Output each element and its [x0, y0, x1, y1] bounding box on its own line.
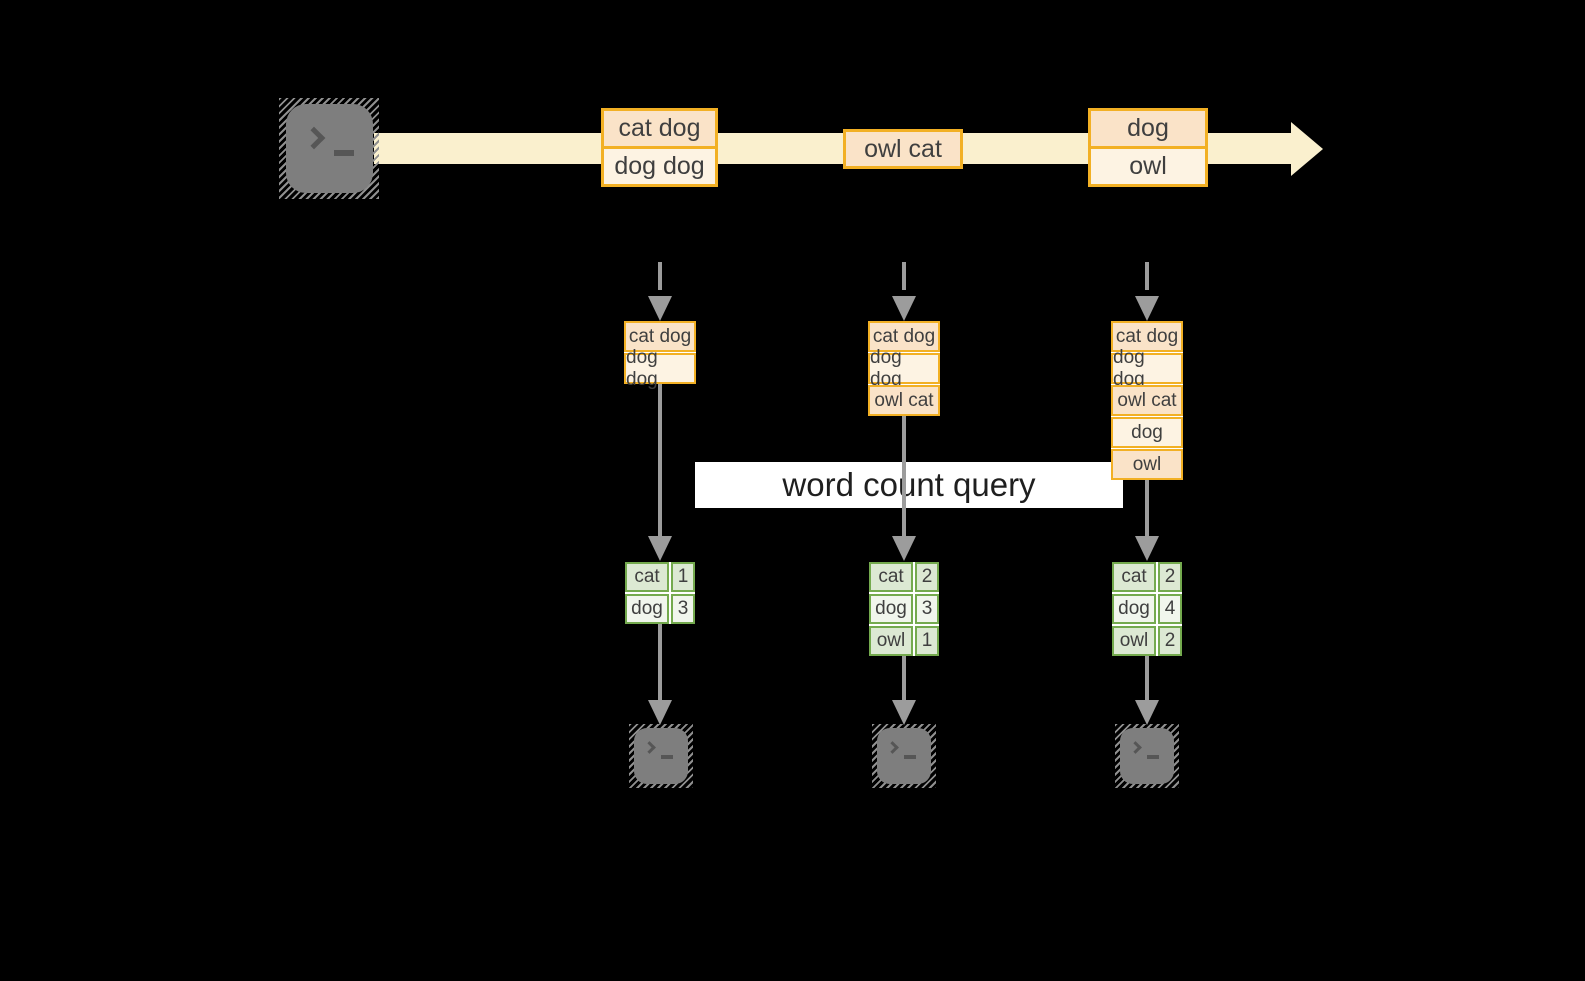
batch-cell: owl cat — [843, 129, 963, 169]
stream-batch-1: cat dog dog dog — [601, 108, 718, 187]
stack-cell: dog dog — [1111, 347, 1183, 390]
terminal-screen — [1120, 728, 1174, 784]
table-word-cell: cat — [1112, 562, 1156, 592]
arrow-head-icon — [648, 536, 672, 561]
batch-cell: dog — [1088, 108, 1208, 149]
batch-cell: owl — [1088, 146, 1208, 187]
record-stack-3: cat dog dog dog owl cat dog owl — [1111, 321, 1183, 480]
table-word-cell: dog — [1112, 594, 1156, 624]
batch-cell: dog dog — [601, 146, 718, 187]
table-count-cell: 4 — [1158, 594, 1182, 624]
arrow-segment — [658, 384, 662, 536]
arrow-head-icon — [892, 296, 916, 321]
terminal-icon — [872, 724, 936, 788]
table-word-cell: owl — [869, 626, 913, 656]
stream-batch-3: dog owl — [1088, 108, 1208, 187]
table-count-cell: 2 — [1158, 626, 1182, 656]
terminal-screen — [286, 104, 373, 193]
prompt-chevron-icon — [886, 741, 899, 754]
stack-cell: owl — [1111, 449, 1183, 480]
stack-cell: owl cat — [1111, 385, 1183, 416]
arrow-head-icon — [892, 536, 916, 561]
terminal-icon — [279, 98, 379, 199]
arrow-head-icon — [1135, 296, 1159, 321]
terminal-icon — [1115, 724, 1179, 788]
stack-cell: cat dog — [1111, 321, 1183, 352]
table-count-cell: 3 — [915, 594, 939, 624]
terminal-screen — [877, 728, 931, 784]
stack-cell: dog — [1111, 417, 1183, 448]
prompt-chevron-icon — [1129, 741, 1142, 754]
arrow-head-icon — [1135, 536, 1159, 561]
table-count-cell: 1 — [671, 562, 695, 592]
arrow-head-icon — [648, 700, 672, 725]
word-count-table-2: cat 2 dog 3 owl 1 — [869, 562, 939, 656]
table-count-cell: 2 — [1158, 562, 1182, 592]
prompt-underscore-icon — [904, 755, 916, 759]
table-word-cell: cat — [869, 562, 913, 592]
batch-cell: cat dog — [601, 108, 718, 149]
dashed-arrow-segment — [1145, 262, 1149, 290]
dashed-arrow-segment — [658, 262, 662, 290]
record-stack-2: cat dog dog dog owl cat — [868, 321, 940, 416]
stream-batch-2: owl cat — [843, 129, 963, 169]
prompt-chevron-icon — [302, 126, 326, 150]
prompt-chevron-icon — [643, 741, 656, 754]
stack-cell: cat dog — [624, 321, 696, 352]
arrow-segment — [902, 416, 906, 536]
table-count-cell: 3 — [671, 594, 695, 624]
table-word-cell: dog — [869, 594, 913, 624]
terminal-screen — [634, 728, 688, 784]
arrow-segment — [1145, 656, 1149, 702]
prompt-underscore-icon — [1147, 755, 1159, 759]
arrow-segment — [902, 656, 906, 702]
stack-cell: cat dog — [868, 321, 940, 352]
table-word-cell: owl — [1112, 626, 1156, 656]
word-count-table-3: cat 2 dog 4 owl 2 — [1112, 562, 1182, 656]
arrow-segment — [1145, 480, 1149, 536]
table-word-cell: cat — [625, 562, 669, 592]
prompt-underscore-icon — [661, 755, 673, 759]
table-count-cell: 1 — [915, 626, 939, 656]
record-stack-1: cat dog dog dog — [624, 321, 696, 390]
arrow-segment — [658, 624, 662, 702]
prompt-underscore-icon — [334, 150, 354, 156]
query-banner: word count query — [695, 462, 1123, 508]
terminal-icon — [629, 724, 693, 788]
stack-cell: dog dog — [624, 347, 696, 390]
stack-cell: dog dog — [868, 347, 940, 390]
dashed-arrow-segment — [902, 262, 906, 290]
arrow-head-icon — [1135, 700, 1159, 725]
arrow-head-icon — [892, 700, 916, 725]
stack-cell: owl cat — [868, 385, 940, 416]
stream-arrowhead-icon — [1291, 122, 1323, 176]
table-word-cell: dog — [625, 594, 669, 624]
table-count-cell: 2 — [915, 562, 939, 592]
arrow-head-icon — [648, 296, 672, 321]
query-label: word count query — [782, 466, 1036, 503]
word-count-table-1: cat 1 dog 3 — [625, 562, 695, 624]
